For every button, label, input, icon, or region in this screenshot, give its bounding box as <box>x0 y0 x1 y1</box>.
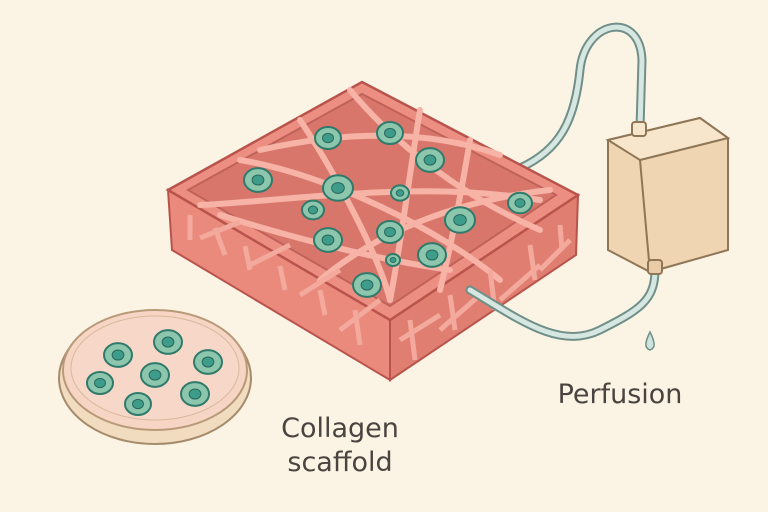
cell-nucleus <box>111 349 125 361</box>
cell-nucleus <box>514 198 526 208</box>
cell-nucleus <box>132 398 144 410</box>
cell-nucleus <box>161 336 175 348</box>
scaffold-label-line1: Collagen <box>281 413 399 444</box>
cell-nucleus <box>94 377 106 389</box>
cell-nucleus <box>384 127 396 139</box>
cell-nucleus <box>384 226 396 238</box>
scaffold-cells <box>243 120 533 298</box>
collagen-scaffold <box>165 80 581 382</box>
cell-nucleus <box>423 154 437 166</box>
perfusion-label: Perfusion <box>557 379 683 410</box>
cell-nucleus <box>453 214 467 226</box>
cell-nucleus <box>322 132 334 144</box>
droplet-icon <box>645 330 655 351</box>
scaffold-label: Collagen scaffold <box>255 412 425 480</box>
cell-nucleus <box>389 256 397 264</box>
scaffold-label-line2: scaffold <box>287 447 393 478</box>
cell-nucleus <box>331 182 345 194</box>
cell-nucleus <box>425 249 439 261</box>
cell-nucleus <box>188 388 202 400</box>
cell-nucleus <box>321 234 335 246</box>
cell-nucleus <box>307 205 319 215</box>
cell-nucleus <box>360 279 374 291</box>
cell-nucleus <box>395 189 405 197</box>
dish-cells <box>86 329 223 417</box>
cell-nucleus <box>148 369 162 381</box>
cell-nucleus <box>201 356 215 368</box>
cell-nucleus <box>251 174 265 186</box>
perfusion-reservoir <box>605 116 731 275</box>
